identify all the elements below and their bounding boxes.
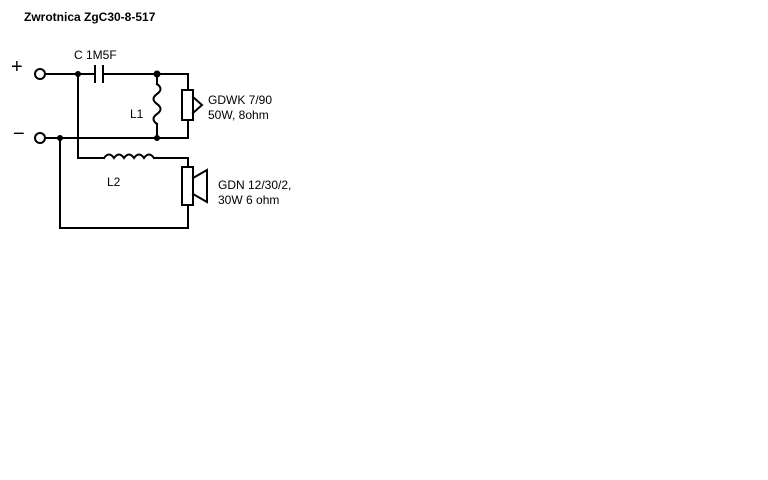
- tweeter-cone: [191, 95, 204, 115]
- junction-dot: [154, 135, 160, 141]
- woofer-spec-label: 30W 6 ohm: [218, 193, 279, 207]
- tweeter-spec-label: 50W, 8ohm: [208, 108, 269, 122]
- woofer-cone: [191, 168, 208, 204]
- tweeter-body: [181, 89, 194, 121]
- inductor-l1-label: L1: [130, 107, 144, 121]
- junction-dot: [57, 135, 63, 141]
- terminal-plus-circle: [34, 68, 46, 80]
- inductor-l2-coil: [102, 153, 156, 160]
- terminal-minus-label: −: [13, 123, 25, 145]
- capacitor-label: C 1M5F: [74, 48, 117, 62]
- terminal-plus-label: +: [11, 56, 23, 78]
- diagram-title: Zwrotnica ZgC30-8-517: [24, 10, 156, 24]
- junction-dot: [75, 71, 81, 77]
- inductor-l1-coil: [152, 82, 162, 126]
- woofer-body: [181, 166, 194, 206]
- terminal-minus-circle: [34, 132, 46, 144]
- woofer-model-label: GDN 12/30/2,: [218, 178, 291, 192]
- inductor-l2-label: L2: [107, 175, 121, 189]
- tweeter-model-label: GDWK 7/90: [208, 93, 272, 107]
- junction-dot: [153, 70, 161, 78]
